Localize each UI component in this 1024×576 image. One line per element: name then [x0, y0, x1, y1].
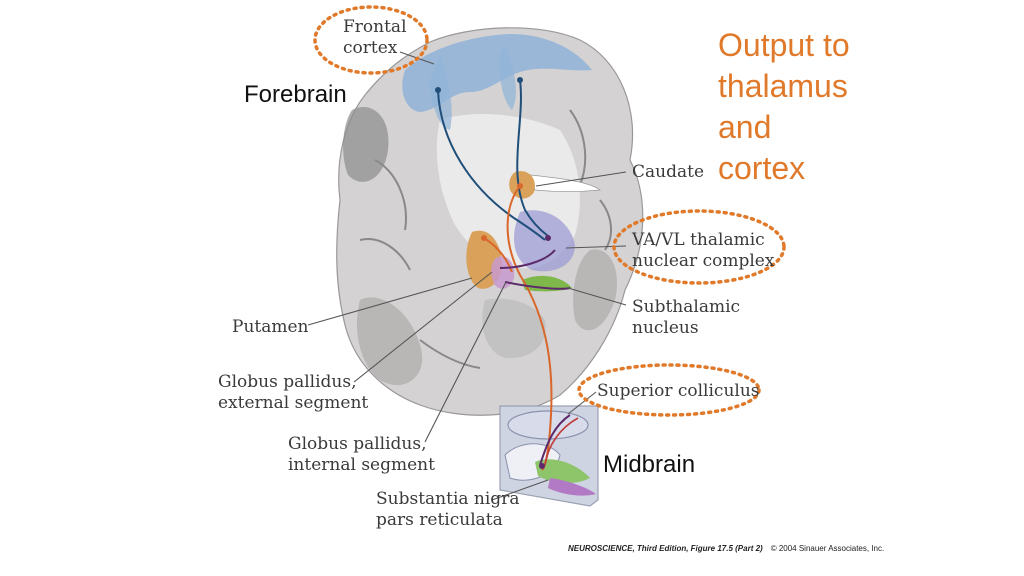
thalamus-region: [513, 210, 575, 272]
putamen-label: Putamen: [232, 317, 309, 337]
frontal-cortex-fold-2: [499, 45, 516, 110]
lateral-ventricle: [529, 174, 602, 192]
vavl-label: VA/VL thalamic nuclear complex: [631, 230, 775, 271]
substantia-nigra-reticulata-region: [548, 478, 596, 496]
leader-subthalamic: [567, 287, 627, 306]
gray-matter-left: [343, 106, 389, 182]
blue-pathway-1: [437, 89, 546, 241]
terminal-cortex-2: [517, 77, 523, 83]
sulcus-2: [359, 238, 411, 271]
frontal-cortex-fold: [430, 55, 452, 130]
forebrain-annotation: Forebrain: [244, 81, 347, 108]
output-annotation: Output to thalamus and cortex: [718, 27, 859, 186]
leader-gp-external: [353, 271, 493, 383]
midbrain-section: [499, 405, 599, 507]
blue-pathway-2: [516, 79, 549, 237]
gp-internal-label: Globus pallidus, internal segment: [288, 434, 435, 475]
dotted-outlines: [313, 5, 786, 417]
gray-matter-lower: [356, 297, 423, 386]
substantia-nigra-region: [535, 459, 590, 484]
leader-substantia-nigra: [491, 479, 549, 501]
frontal-cortex-outline: [313, 5, 429, 75]
midline-structures: [482, 298, 546, 359]
orange-putamen-branch: [483, 237, 513, 273]
sulcus-5: [419, 339, 481, 369]
subthalamic-label: Subthalamic nucleus: [632, 297, 745, 338]
caudate-label: Caudate: [632, 162, 704, 182]
sulcus-3: [569, 109, 587, 186]
pathways: [435, 77, 579, 471]
gray-matter-right: [573, 249, 618, 331]
terminal-caudate: [517, 183, 523, 189]
leader-putamen: [307, 277, 473, 326]
purple-pathway-2: [504, 281, 571, 290]
sulcus-1: [374, 159, 407, 231]
purple-descending: [539, 414, 571, 466]
structure-labels: Frontal cortex Caudate VA/VL thalamic nu…: [218, 17, 775, 530]
midbrain-annotation: Midbrain: [603, 451, 695, 478]
terminal-thalamus: [545, 235, 551, 241]
credit-copyright: © 2004 Sinauer Associates, Inc.: [771, 544, 885, 553]
midbrain-red-loop: [544, 417, 579, 466]
credit-source: NEUROSCIENCE, Third Edition, Figure 17.5…: [568, 544, 763, 553]
substantia-nigra-label: Substantia nigra pars reticulata: [376, 489, 525, 530]
purple-pathway-1: [499, 249, 556, 269]
figure-credit: NEUROSCIENCE, Third Edition, Figure 17.5…: [568, 538, 884, 555]
forebrain-section: [336, 27, 644, 416]
terminal-putamen: [481, 235, 487, 241]
leader-superior-colliculus: [567, 391, 597, 415]
superior-colliculus-label: Superior colliculus: [597, 381, 760, 401]
terminal-nigra: [539, 463, 545, 469]
gp-external-label: Globus pallidus, external segment: [218, 372, 368, 413]
leader-gp-internal: [424, 281, 507, 443]
terminal-cortex-1: [435, 87, 441, 93]
vavl-outline: [612, 209, 786, 285]
midbrain-colliculus: [507, 410, 589, 440]
leader-caudate: [535, 171, 627, 187]
superior-colliculus-outline: [577, 363, 761, 417]
frontal-cortex-label: Frontal cortex: [343, 17, 412, 58]
leader-vavl: [565, 245, 627, 249]
